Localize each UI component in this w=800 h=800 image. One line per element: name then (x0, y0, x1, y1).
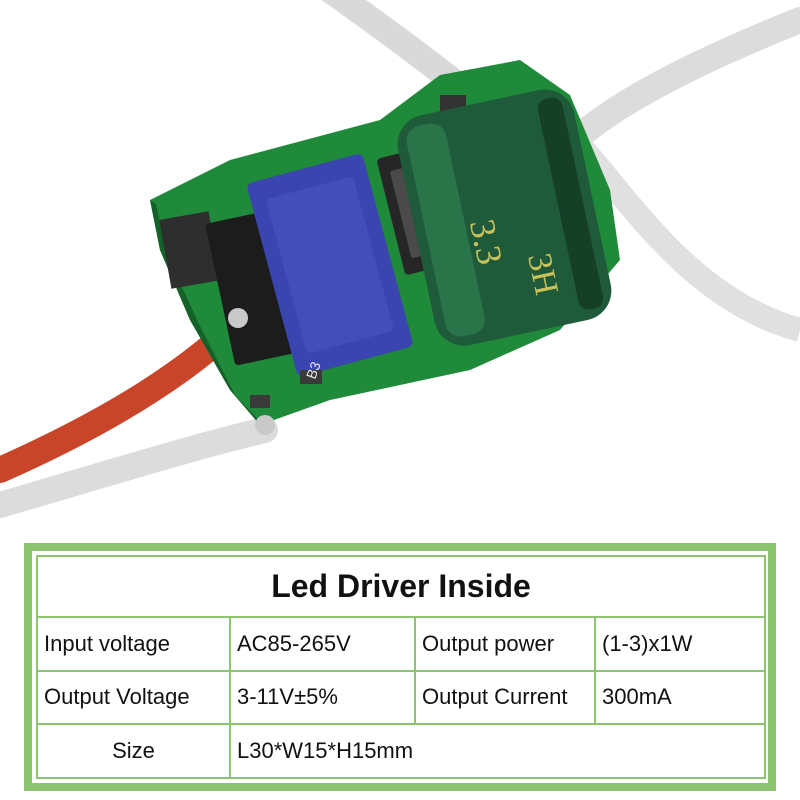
output-current-value: 300mA (593, 669, 767, 726)
pcb-label-b3: B3 (303, 359, 324, 381)
spec-row: Size L30*W15*H15mm (36, 723, 767, 779)
blue-transformer-shade (266, 176, 394, 354)
solder-pad-white (255, 415, 275, 435)
spec-title: Led Driver Inside (35, 555, 767, 618)
white-wire-top-right (562, 7, 800, 153)
smd-chip-left (159, 211, 221, 289)
white-wire-bottom (0, 417, 278, 518)
output-voltage-label: Output Voltage (36, 669, 231, 726)
spec-row: Output Voltage 3-11V±5% Output Current 3… (36, 669, 767, 726)
smd-part-1 (300, 370, 322, 384)
spec-row: Input voltage AC85-265V Output power (1-… (36, 615, 767, 672)
led-driver-photo: 3.3 3H B3 (0, 0, 800, 518)
solder-pad-red (228, 308, 248, 328)
spec-table-frame: Led Driver Inside Input voltage AC85-265… (24, 543, 776, 791)
smd-part-2 (250, 395, 270, 408)
size-value: L30*W15*H15mm (228, 723, 767, 779)
size-label: Size (36, 723, 231, 779)
output-voltage-value: 3-11V±5% (229, 669, 416, 726)
spec-table: Led Driver Inside Input voltage AC85-265… (35, 555, 767, 779)
electrolytic-capacitor: 3.3 3H (397, 89, 612, 346)
input-voltage-label: Input voltage (36, 615, 231, 672)
input-voltage-value: AC85-265V (229, 615, 416, 672)
output-current-label: Output Current (414, 669, 596, 726)
output-power-value: (1-3)x1W (593, 615, 767, 672)
svg-text:3H: 3H (520, 250, 565, 298)
svg-text:3.3: 3.3 (462, 216, 510, 268)
output-power-label: Output power (414, 615, 596, 672)
